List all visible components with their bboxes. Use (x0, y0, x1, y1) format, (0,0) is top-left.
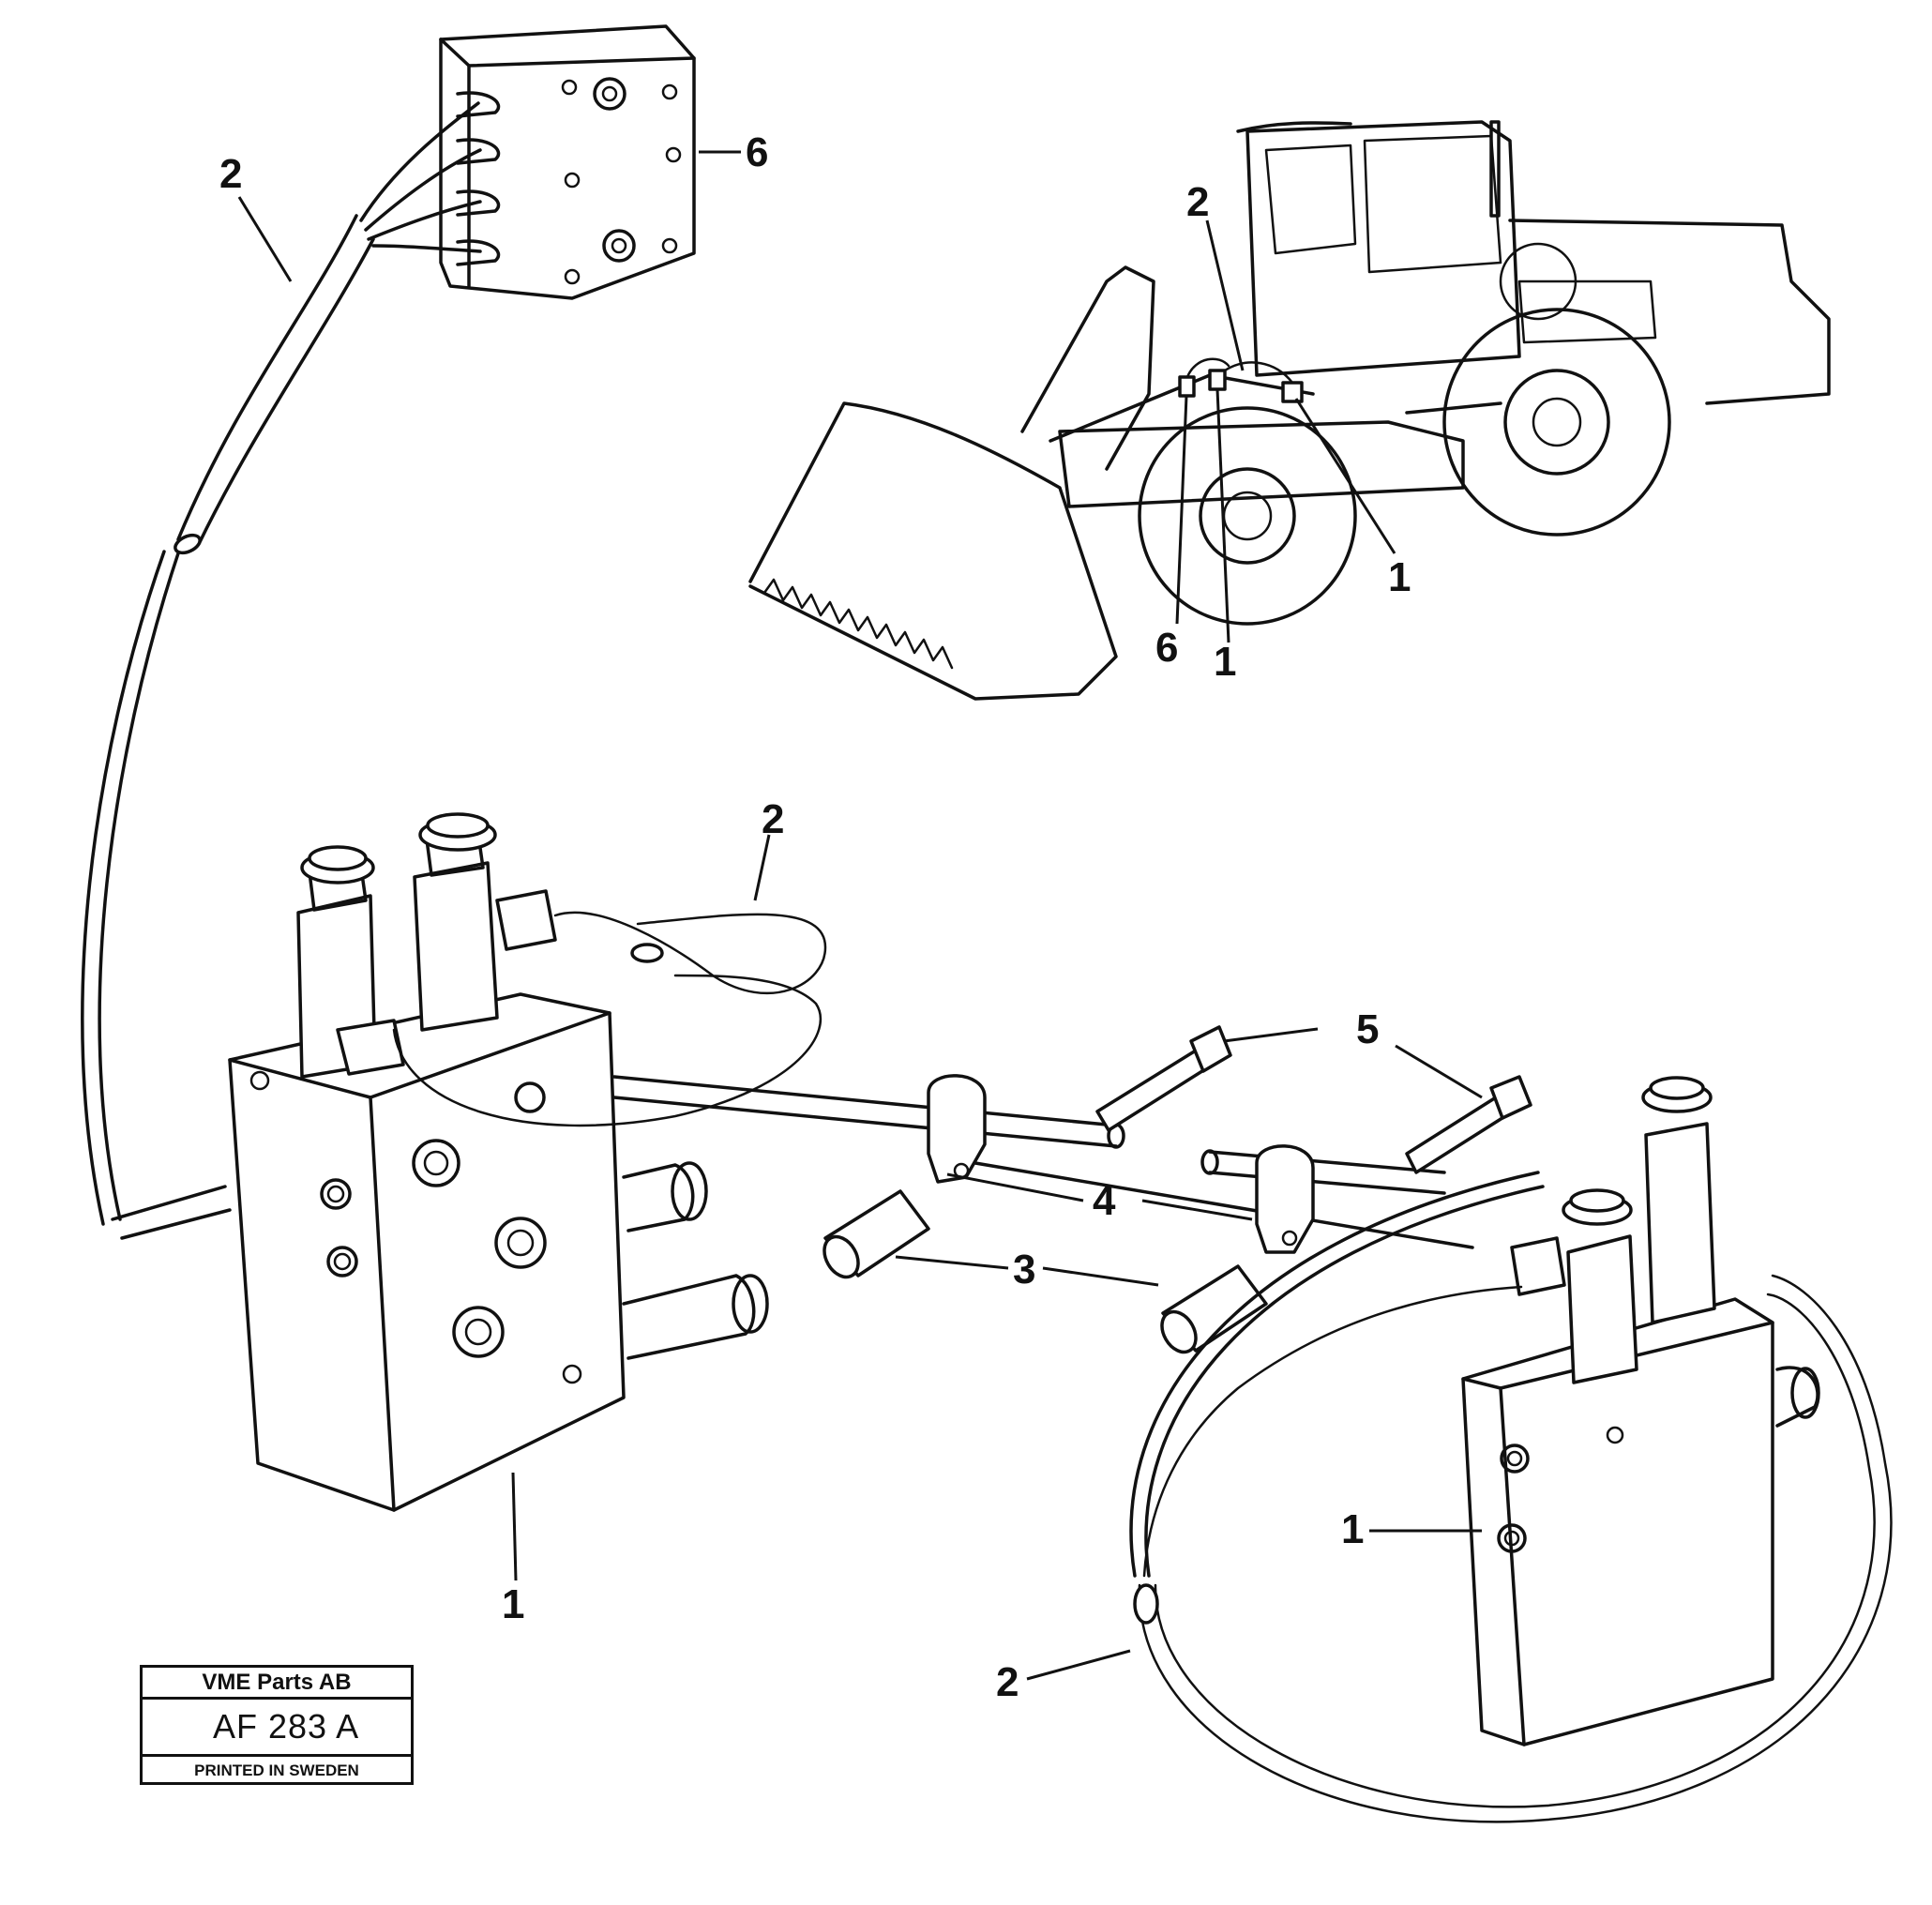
leader-lines (237, 150, 1483, 1681)
printed-note: PRINTED IN SWEDEN (194, 1761, 359, 1779)
cable-2-loop (392, 911, 827, 1127)
callout-1-right-valve: 1 (1341, 1506, 1364, 1552)
callout-2-cable-top: 2 (219, 151, 242, 197)
wheel-loader-inset (748, 120, 1831, 701)
link-rod-assembly (612, 1025, 1532, 1354)
callout-1-left-valve: 1 (502, 1581, 524, 1627)
callout-1-loader-right: 1 (1388, 554, 1411, 600)
callout-5-bolts: 5 (1356, 1006, 1379, 1052)
cable-2-left (81, 101, 482, 1240)
callout-2-loader: 2 (1186, 179, 1209, 225)
callout-2-bottom: 2 (996, 1659, 1019, 1705)
callout-3-spacers: 3 (1013, 1247, 1035, 1293)
callout-1-loader-mid: 1 (1214, 639, 1236, 685)
title-block: VME Parts AB AF 283 A PRINTED IN SWEDEN (140, 1665, 414, 1785)
callout-4-clamps: 4 (1093, 1178, 1116, 1224)
valve-block-right (1461, 1076, 1820, 1746)
junction-box-6 (439, 24, 696, 300)
drawing-code: AF 283 A (143, 1700, 411, 1757)
callout-6-loader: 6 (1155, 625, 1178, 671)
valve-block-left (228, 812, 769, 1512)
callout-2-middle: 2 (762, 796, 784, 842)
cable-2-bottom-loop (1129, 1171, 1893, 1823)
callout-6-box: 6 (746, 129, 768, 175)
company-name: VME Parts AB (143, 1668, 411, 1700)
callouts: 6 2 2 1 6 1 2 5 4 3 1 1 2 (219, 129, 1411, 1705)
